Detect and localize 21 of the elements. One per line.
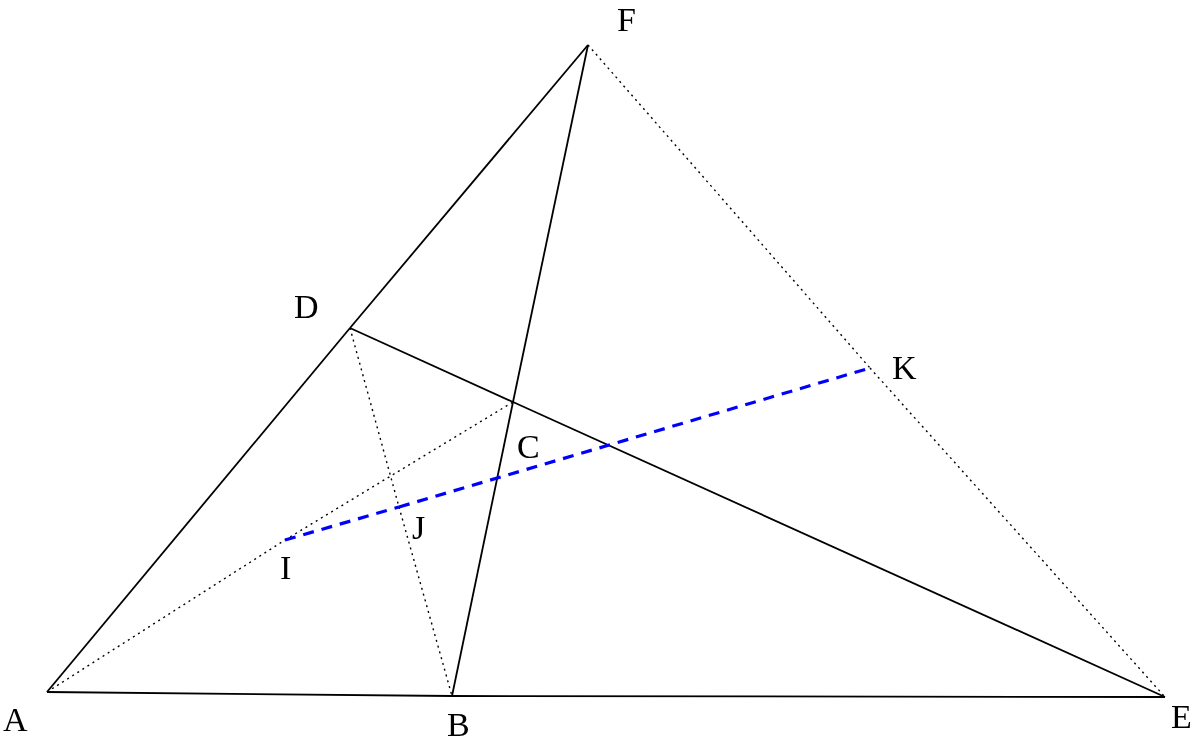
dotted-line (587, 44, 871, 369)
dashed-line (284, 505, 400, 542)
line-segment (512, 401, 1166, 698)
point-label: K (870, 351, 918, 385)
point-label: J (399, 507, 438, 545)
point-label: F (588, 3, 643, 45)
line-segment (451, 695, 1166, 698)
point-label: E (1165, 697, 1197, 734)
line-segment (349, 327, 514, 403)
point-label: D (294, 290, 350, 328)
point-label: C (513, 402, 543, 464)
dotted-line (46, 539, 286, 693)
line-segment (349, 44, 589, 329)
line-segment (46, 691, 453, 697)
line-segment (512, 44, 589, 403)
point-label: I (280, 540, 306, 585)
line-segment (46, 327, 351, 693)
line-segment (451, 401, 514, 697)
dotted-line (869, 367, 1166, 698)
point-label: B (447, 696, 473, 742)
point-label: A (3, 692, 47, 737)
